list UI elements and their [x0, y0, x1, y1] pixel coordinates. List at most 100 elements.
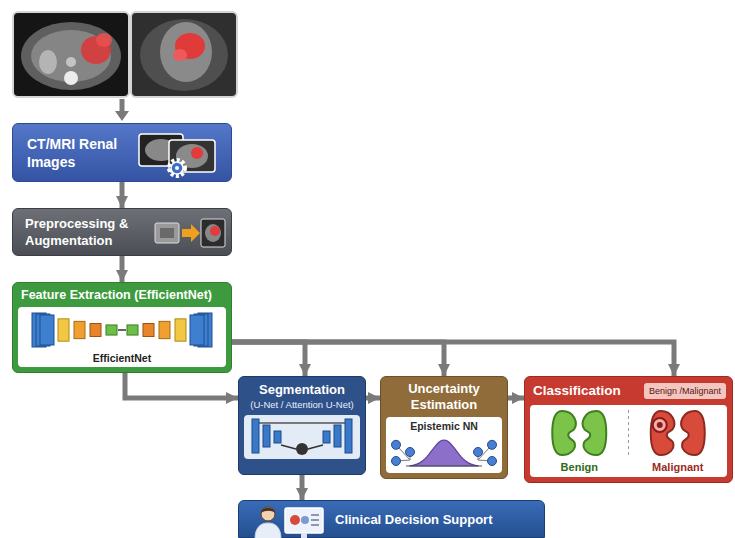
network-block: [175, 319, 186, 341]
nn-node: [392, 440, 401, 449]
box-heading: Uncertainty Estimation: [381, 381, 507, 413]
processed-kidney: [205, 224, 221, 242]
class-label: Malignant: [629, 460, 728, 474]
nn-node: [392, 457, 401, 466]
uncertainty-box: Uncertainty EstimationEpistemic NN: [380, 376, 508, 479]
process-arrow: [182, 224, 200, 242]
nn-node: [488, 457, 497, 466]
connector-arrow: [232, 342, 444, 376]
input-box: CT/MRI Renal Images: [12, 123, 232, 182]
uncertainty-illustration: [386, 434, 502, 470]
tumor-core: [657, 422, 663, 428]
mri-frame: [131, 12, 237, 97]
ct-body: [21, 22, 121, 90]
monitor-line: [311, 519, 319, 521]
kidney-icon: [681, 411, 705, 455]
distribution-curve: [410, 440, 478, 466]
preprocess-icon: [153, 217, 227, 249]
network-block: [127, 325, 138, 335]
tumor-mark: [653, 418, 667, 432]
mri-kidney: [160, 22, 212, 82]
ct-frame: [13, 12, 129, 97]
process-box: Preprocessing & Augmentation: [12, 208, 232, 256]
box-heading: Classification: [533, 382, 621, 400]
box-heading: Feature Extraction (EfficientNet): [21, 287, 225, 303]
model-label: Epistemic NN: [386, 420, 502, 433]
clinician-body: [255, 523, 281, 538]
flow-arrow-head: [115, 111, 129, 121]
clinician-hair: [261, 508, 275, 513]
skip-connection: [258, 422, 346, 424]
ct-spine: [64, 71, 78, 85]
model-label: EfficientNet: [18, 352, 226, 365]
kidney-icon: [552, 411, 576, 455]
network-block: [106, 325, 117, 335]
kidney-shape: [681, 411, 705, 455]
encoder-bar: [263, 425, 270, 447]
kidney-shape: [583, 411, 607, 455]
unet-illustration: [244, 415, 360, 459]
connector-arrow: [232, 342, 305, 376]
processed-tumor: [210, 226, 220, 236]
connector-arrow: [125, 373, 238, 398]
image-stack-icon: [135, 130, 227, 178]
nn-node: [488, 440, 497, 449]
class-divider: [628, 410, 629, 458]
efficientnet-illustration: [18, 310, 226, 350]
kidney-icon: [651, 411, 675, 455]
network-block: [58, 319, 69, 341]
kidney-illustration: [530, 408, 727, 458]
clinician-icon: [253, 503, 327, 538]
ct-tumor-mask: [96, 33, 112, 47]
monitor-stand: [301, 533, 307, 538]
monitor-kidney: [290, 515, 300, 525]
nn-node: [474, 448, 483, 457]
monitor: [285, 508, 323, 533]
connector-arrow: [232, 342, 674, 376]
box-label: Clinical Decision Support: [335, 511, 539, 528]
kidney-shape: [651, 411, 675, 455]
mri-body: [140, 19, 228, 91]
encoder-bar: [274, 431, 281, 443]
bottleneck: [296, 443, 308, 455]
monitor-kidney: [301, 516, 309, 524]
connector-arrow: [120, 182, 125, 208]
decision-support-box: Clinical Decision Support: [238, 500, 545, 538]
box-label: CT/MRI Renal Images: [27, 135, 133, 171]
gear-body: [171, 162, 183, 174]
classification-box: ClassificationBenign /MalignantBenignMal…: [524, 376, 733, 483]
box-heading: Segmentation: [239, 382, 365, 398]
raw-image: [155, 223, 179, 243]
image-card: [169, 140, 215, 172]
feature-extraction-box: Feature Extraction (EfficientNet) Efficie…: [12, 282, 232, 373]
processed-image: [201, 219, 225, 247]
decoder-bar: [323, 431, 330, 443]
class-tag: Benign /Malignant: [644, 383, 726, 399]
monitor-line: [311, 524, 319, 526]
axis: [406, 466, 482, 467]
monitor-line: [311, 514, 319, 516]
box-label: Preprocessing & Augmentation: [25, 215, 151, 249]
connector-arrow: [300, 475, 305, 500]
network-block: [190, 315, 204, 345]
gear-teeth: [169, 160, 185, 176]
network-block: [159, 321, 170, 338]
ct-kidney: [39, 50, 57, 74]
decoder-bar: [345, 419, 352, 453]
box-subtitle: (U-Net / Attention U-Net): [243, 399, 361, 411]
mri-tumor-mask: [173, 49, 187, 61]
gear-hole: [175, 166, 179, 170]
kidney-shape: [552, 411, 576, 455]
network-link: [118, 329, 126, 331]
connector-arrow: [508, 396, 524, 401]
network-block: [143, 324, 154, 337]
segmentation-box: Segmentation(U-Net / Attention U-Net): [238, 376, 366, 475]
ct-aorta: [66, 57, 76, 67]
clinician-head: [261, 507, 275, 521]
raw-image-inner: [160, 228, 174, 238]
decoder-bar: [334, 425, 341, 447]
encoder-bar: [252, 419, 259, 453]
kidney-icon: [583, 411, 607, 455]
connector-arrow: [120, 256, 125, 282]
